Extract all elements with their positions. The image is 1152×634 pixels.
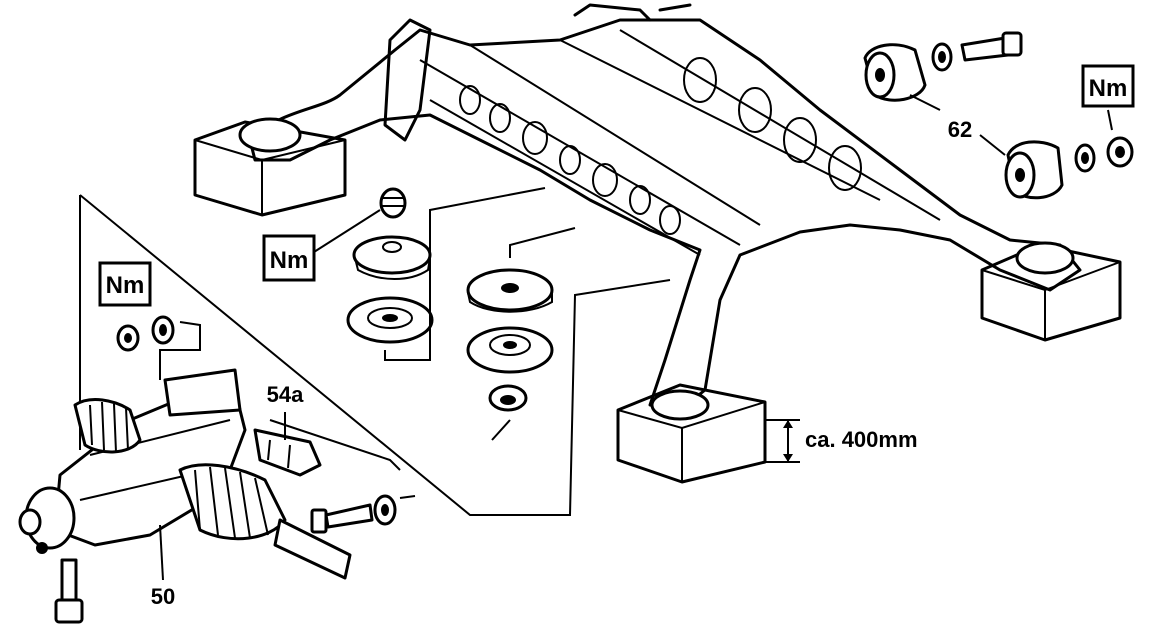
torque-badge-label: Nm [1089, 75, 1128, 102]
callout-62: 62 [948, 117, 972, 142]
mount-leader-center [384, 187, 546, 361]
torque-badge-label: Nm [270, 247, 309, 274]
leader-62-upper [909, 94, 941, 111]
rear-axle-subframe [238, 3, 1082, 421]
support-block-rear-left [193, 120, 347, 217]
nut-lower [1106, 136, 1134, 168]
bushing-lower [1004, 140, 1064, 200]
washer-lower [1074, 143, 1096, 173]
bushing-upper [863, 43, 927, 102]
callout-54a: 54a [267, 382, 304, 407]
leader-nm-right [1107, 109, 1113, 131]
torque-badge-center-left: Nm [262, 234, 316, 282]
nut-left [116, 324, 140, 352]
leader-50 [159, 524, 164, 581]
height-dimension [765, 419, 800, 463]
callout-50: 50 [151, 584, 175, 609]
mount-washer-right [466, 268, 554, 313]
torque-badge-label: Nm [106, 272, 145, 299]
output-flange [18, 486, 76, 554]
drive-shaft-boot-right [178, 463, 287, 541]
leader-62-lower [979, 134, 1006, 156]
mount-nut-center [379, 187, 407, 219]
bolt-rear-mount [310, 503, 374, 534]
bolt-upper [960, 31, 1023, 62]
leader-washer-left [159, 321, 201, 380]
leader-nm-center [313, 209, 381, 253]
leader-bolt-rear [399, 495, 416, 499]
mount-rubber-upper [346, 296, 434, 344]
washer-left [151, 315, 175, 345]
drive-shaft-boot-left [73, 398, 142, 454]
torque-badge-top-right: Nm [1081, 64, 1135, 108]
mount-rubber-right [466, 326, 554, 374]
washer-rear-mount [373, 494, 397, 526]
mount-bolt-bottom [54, 558, 84, 624]
guide-line-axle [269, 419, 401, 471]
washer-upper [931, 42, 953, 72]
bracket-54a [253, 428, 322, 477]
torque-badge-left: Nm [98, 261, 152, 307]
mount-washer-upper [352, 235, 432, 280]
height-dimension-label: ca. 400mm [805, 427, 918, 452]
axle-shaft [273, 518, 352, 580]
mount-leader-right [491, 227, 576, 441]
mount-nut-right [488, 384, 528, 412]
